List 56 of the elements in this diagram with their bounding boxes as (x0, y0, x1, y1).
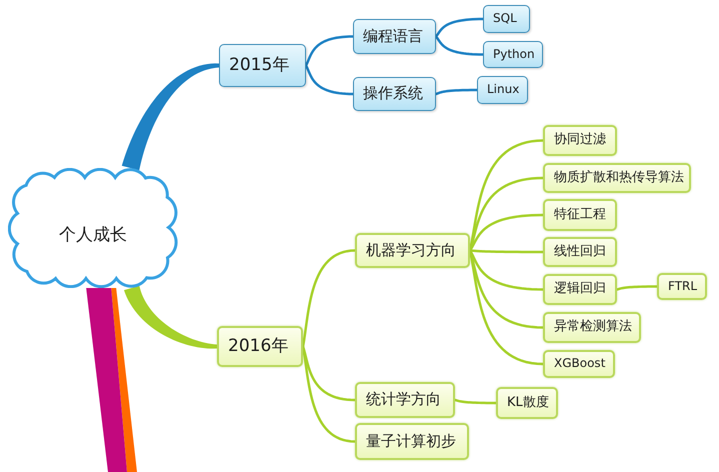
topic-box (355, 382, 455, 418)
connector-line (468, 249, 544, 291)
topic-text: 特征工程 (554, 208, 606, 222)
topic-text: 2016年 (228, 336, 288, 356)
topic-text: 编程语言 (363, 28, 423, 46)
connector-line (454, 398, 498, 404)
topic-box (477, 76, 528, 104)
cloud-topic (8, 168, 178, 288)
topic-box (217, 326, 303, 367)
topic-box (657, 273, 707, 300)
topic-text: 协同过滤 (554, 133, 606, 148)
topic-text: FTRL (668, 280, 698, 294)
topic-box (353, 77, 436, 111)
topic-text: 线性回归 (554, 244, 606, 260)
topic-text: 物质扩散和热传导算法 (554, 170, 684, 186)
topic-box (355, 423, 469, 460)
branch-line (124, 286, 217, 349)
topic-text: 个人成长 (59, 226, 127, 246)
topic-text: 2015年 (229, 56, 290, 76)
topic-box (355, 233, 470, 268)
topic-box (496, 387, 558, 419)
branch-line (122, 63, 219, 170)
topic-text: SQL (493, 12, 517, 26)
topic-text: 异常检测算法 (554, 320, 632, 335)
topic-text: KL散度 (507, 396, 549, 410)
topic-text: 逻辑回归 (554, 282, 606, 297)
connector-line (434, 18, 484, 38)
connector-line (302, 345, 356, 443)
topic-text: Linux (487, 83, 520, 97)
topic-text: 操作系统 (363, 85, 423, 103)
topic-box (543, 274, 617, 305)
topic-text: Python (493, 48, 535, 62)
topic-box (543, 350, 615, 378)
topic-text: XGBoost (554, 357, 606, 371)
connector-line (302, 249, 356, 348)
connector-line (468, 214, 544, 252)
connector-line (304, 35, 354, 67)
topic-box (543, 237, 617, 267)
topic-box (543, 125, 617, 156)
connector-line (434, 88, 478, 96)
topic-box (483, 5, 530, 33)
connector-line (302, 345, 356, 402)
topic-box (219, 44, 306, 87)
topic-text: 量子计算初步 (366, 432, 456, 450)
connector-line (304, 64, 354, 96)
topic-box (543, 312, 641, 343)
topic-text: 统计学方向 (366, 391, 441, 409)
branch-line (86, 288, 127, 472)
connector-line (434, 35, 484, 56)
connector-line (616, 285, 658, 291)
connector-line (468, 249, 544, 254)
topic-box (543, 199, 617, 231)
topic-box (543, 163, 691, 193)
topic-text: 机器学习方向 (366, 242, 456, 260)
topic-box (353, 19, 436, 54)
topic-box (483, 41, 543, 68)
